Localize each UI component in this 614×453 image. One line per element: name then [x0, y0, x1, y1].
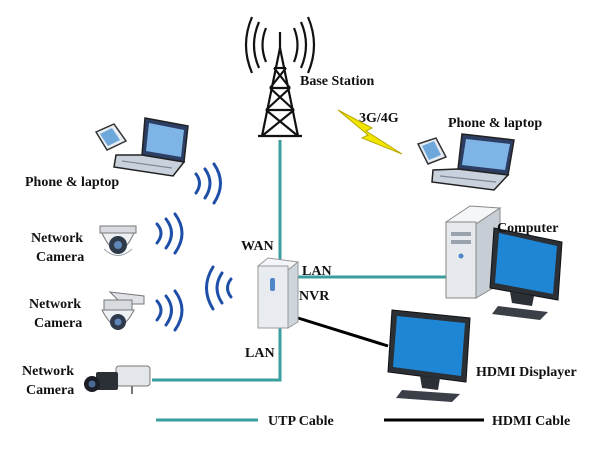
camera3-label-line2: Camera: [26, 383, 74, 398]
dome-camera-icon: [99, 225, 137, 256]
nvr-label: NVR: [299, 289, 330, 304]
wifi-waves-icon: [155, 162, 233, 332]
monitor-icon: [387, 309, 471, 402]
nvr-device-icon: [256, 257, 300, 329]
lan-top-label: LAN: [302, 264, 332, 279]
camera3-label-line1: Network: [22, 364, 74, 379]
camera2-label-line2: Camera: [34, 316, 82, 331]
camera1-label-line1: Network: [31, 231, 83, 246]
phone-laptop-left-label: Phone & laptop: [25, 175, 119, 190]
lightning-signal-icon: [337, 109, 403, 155]
phone-icon: [94, 123, 128, 151]
phone-laptop-right: [416, 133, 515, 191]
ptz-camera-icon: [101, 291, 145, 330]
desktop-computer-icon: [444, 205, 563, 320]
laptop-icon: [113, 117, 189, 177]
phone-laptop-left: [94, 117, 189, 177]
phone-laptop-right-label: Phone & laptop: [448, 116, 542, 131]
hdmi-displayer-label: HDMI Displayer: [476, 365, 577, 380]
lan-bottom-label: LAN: [245, 346, 275, 361]
computer-label: Computer: [497, 221, 558, 236]
wan-label: WAN: [241, 239, 274, 254]
phone-icon: [416, 137, 448, 165]
camera1-label-line2: Camera: [36, 250, 84, 265]
base-station-label: Base Station: [300, 74, 375, 89]
legend-hdmi-label: HDMI Cable: [492, 414, 570, 429]
cable-nvr-bullet-camera: [152, 328, 282, 382]
laptop-icon: [431, 133, 515, 191]
utp-cables: [152, 140, 446, 382]
camera2-label-line1: Network: [29, 297, 81, 312]
legend-utp-label: UTP Cable: [268, 414, 334, 429]
cable-nvr-monitor: [297, 316, 389, 348]
bullet-camera-icon: [84, 365, 151, 394]
cellular-label: 3G/4G: [359, 111, 399, 126]
legend: UTP Cable HDMI Cable: [156, 414, 570, 429]
cell-tower-icon: [244, 16, 316, 138]
